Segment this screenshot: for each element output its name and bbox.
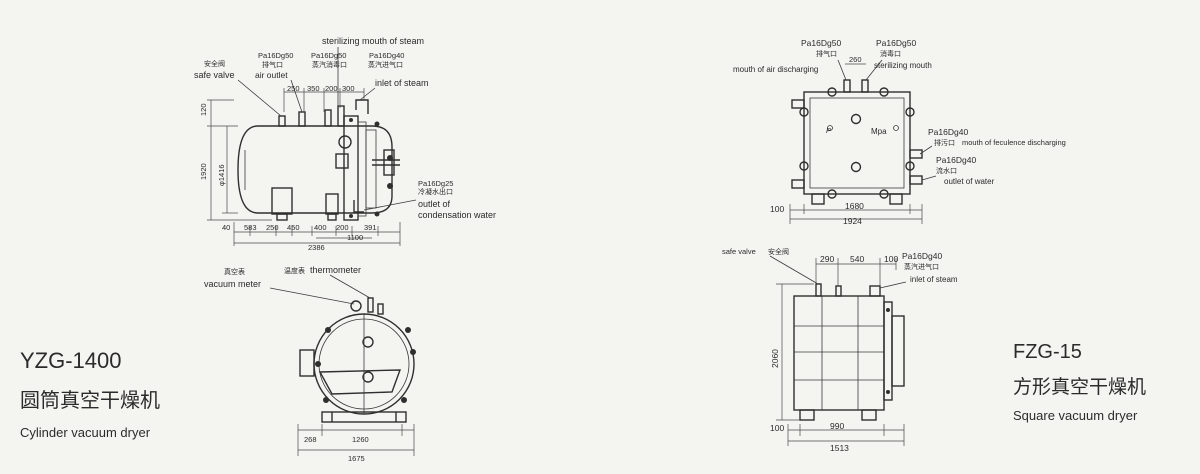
fzg-model-title: FZG-15 bbox=[1013, 341, 1082, 363]
svg-text:400: 400 bbox=[314, 223, 327, 232]
svg-text:250: 250 bbox=[287, 84, 300, 93]
yzg-vacuum-label: vacuum meter bbox=[204, 279, 261, 289]
svg-text:1513: 1513 bbox=[830, 443, 849, 453]
svg-text:Mpa: Mpa bbox=[871, 127, 887, 136]
svg-text:P: P bbox=[826, 126, 831, 135]
svg-text:391: 391 bbox=[364, 223, 377, 232]
svg-text:200: 200 bbox=[325, 84, 338, 93]
svg-text:Pa16Dg40: Pa16Dg40 bbox=[936, 155, 976, 165]
svg-text:1100: 1100 bbox=[347, 233, 363, 242]
yzg-side-view: 真空表 vacuum meter 温度表 thermometer 268 126… bbox=[204, 265, 416, 463]
svg-text:Pa16Dg50: Pa16Dg50 bbox=[801, 38, 841, 48]
svg-text:450: 450 bbox=[287, 223, 300, 232]
yzg-sterilizing-label: sterilizing mouth of steam bbox=[322, 36, 424, 46]
svg-text:Pa16Dg40: Pa16Dg40 bbox=[369, 51, 404, 60]
yzg-name-en: Cylinder vacuum dryer bbox=[20, 425, 151, 440]
svg-text:Pa16Dg50: Pa16Dg50 bbox=[258, 51, 293, 60]
yzg-front-labels: sterilizing mouth of steam Pa16Dg50 排气口 … bbox=[194, 36, 496, 252]
svg-text:流水口: 流水口 bbox=[936, 166, 957, 175]
svg-text:200: 200 bbox=[336, 223, 349, 232]
svg-text:540: 540 bbox=[850, 254, 864, 264]
svg-text:1260: 1260 bbox=[352, 435, 369, 444]
yzg-vacuum-meter bbox=[350, 300, 362, 312]
svg-text:Pa16Dg40: Pa16Dg40 bbox=[902, 251, 942, 261]
svg-text:250: 250 bbox=[266, 223, 279, 232]
svg-text:安全阀: 安全阀 bbox=[204, 59, 225, 68]
svg-text:排气口: 排气口 bbox=[816, 49, 837, 58]
svg-text:1675: 1675 bbox=[348, 454, 365, 463]
fzg-safe-valve bbox=[815, 283, 822, 297]
yzg-model-title: YZG-1400 bbox=[20, 348, 122, 373]
fzg-ster-label: sterilizing mouth bbox=[874, 61, 932, 70]
svg-text:120: 120 bbox=[199, 103, 208, 116]
svg-text:100: 100 bbox=[770, 204, 784, 214]
yzg-air-outlet-label: air outlet bbox=[255, 70, 288, 80]
svg-text:真空表: 真空表 bbox=[224, 267, 245, 276]
svg-text:100: 100 bbox=[884, 254, 898, 264]
svg-text:583: 583 bbox=[244, 223, 257, 232]
yzg-vessel-body bbox=[237, 125, 393, 214]
fzg-fec-label: mouth of feculence discharging bbox=[962, 138, 1066, 147]
fzg-air-dis-label: mouth of air discharging bbox=[733, 65, 818, 74]
svg-text:蒸汽进气口: 蒸汽进气口 bbox=[368, 60, 403, 69]
yzg-title-block: YZG-1400 圆筒真空干燥机 Cylinder vacuum dryer bbox=[20, 348, 160, 440]
svg-text:1920: 1920 bbox=[199, 163, 208, 180]
yzg-name-cn: 圆筒真空干燥机 bbox=[20, 389, 160, 412]
yzg-sight-glass bbox=[338, 135, 352, 149]
yzg-front-view bbox=[237, 99, 400, 221]
svg-text:Pa16Dg50: Pa16Dg50 bbox=[876, 38, 916, 48]
fzg-side-body bbox=[793, 295, 885, 411]
fzg-front-view: P Mpa Pa16Dg50 排气口 Pa16Dg50 消毒口 mouth of… bbox=[733, 38, 1066, 226]
svg-text:268: 268 bbox=[304, 435, 317, 444]
yzg-front-dimensions bbox=[207, 88, 401, 246]
svg-text:温度表: 温度表 bbox=[284, 266, 305, 275]
svg-text:Pa16Dg25: Pa16Dg25 bbox=[418, 179, 453, 188]
yzg-safe-valve-label: safe valve bbox=[194, 70, 235, 80]
svg-text:2060: 2060 bbox=[770, 349, 780, 368]
yzg-outlet-cond-label: outlet of bbox=[418, 199, 451, 209]
yzg-safe-valve-nozzle bbox=[278, 115, 286, 127]
svg-text:1924: 1924 bbox=[843, 216, 862, 226]
fzg-inlet-label: inlet of steam bbox=[910, 275, 958, 284]
svg-text:40: 40 bbox=[222, 223, 230, 232]
fzg-safe-label: safe valve bbox=[722, 247, 756, 256]
svg-text:condensation water: condensation water bbox=[418, 210, 496, 220]
yzg-leg-right bbox=[325, 193, 339, 215]
svg-text:安全阀: 安全阀 bbox=[768, 247, 789, 256]
fzg-name-en: Square vacuum dryer bbox=[1013, 408, 1138, 423]
svg-text:2386: 2386 bbox=[308, 243, 325, 252]
yzg-thermometer-label: thermometer bbox=[310, 265, 361, 275]
svg-text:260: 260 bbox=[849, 55, 862, 64]
fzg-title-block: FZG-15 方形真空干燥机 Square vacuum dryer bbox=[1013, 341, 1146, 423]
svg-text:φ1416: φ1416 bbox=[217, 164, 226, 186]
yzg-side-base bbox=[321, 411, 407, 423]
svg-text:排污口: 排污口 bbox=[934, 138, 955, 147]
svg-text:350: 350 bbox=[307, 84, 320, 93]
svg-text:蒸汽消毒口: 蒸汽消毒口 bbox=[312, 60, 347, 69]
fzg-side-view: safe valve 安全阀 Pa16Dg40 蒸汽进气口 inlet of s… bbox=[722, 247, 958, 453]
fzg-water-label: outlet of water bbox=[944, 177, 995, 186]
yzg-thermometer bbox=[367, 297, 374, 313]
svg-text:Pa16Dg50: Pa16Dg50 bbox=[311, 51, 346, 60]
svg-text:排气口: 排气口 bbox=[262, 60, 283, 69]
fzg-name-cn: 方形真空干燥机 bbox=[1013, 376, 1146, 398]
svg-text:990: 990 bbox=[830, 421, 844, 431]
yzg-air-outlet-nozzle bbox=[298, 111, 306, 127]
svg-text:300: 300 bbox=[342, 84, 355, 93]
yzg-inlet-label: inlet of steam bbox=[375, 78, 429, 88]
svg-text:蒸汽进气口: 蒸汽进气口 bbox=[904, 262, 939, 271]
svg-text:290: 290 bbox=[820, 254, 834, 264]
fzg-front-body bbox=[803, 91, 911, 195]
svg-text:1680: 1680 bbox=[845, 201, 864, 211]
yzg-leg-left bbox=[271, 187, 293, 215]
svg-text:100: 100 bbox=[770, 423, 784, 433]
fzg-steam-inlet bbox=[869, 285, 881, 297]
svg-text:冷凝水出口: 冷凝水出口 bbox=[418, 187, 453, 196]
svg-text:消毒口: 消毒口 bbox=[880, 49, 901, 58]
fzg-pressure-gauge bbox=[850, 113, 862, 125]
svg-text:Pa16Dg40: Pa16Dg40 bbox=[928, 127, 968, 137]
